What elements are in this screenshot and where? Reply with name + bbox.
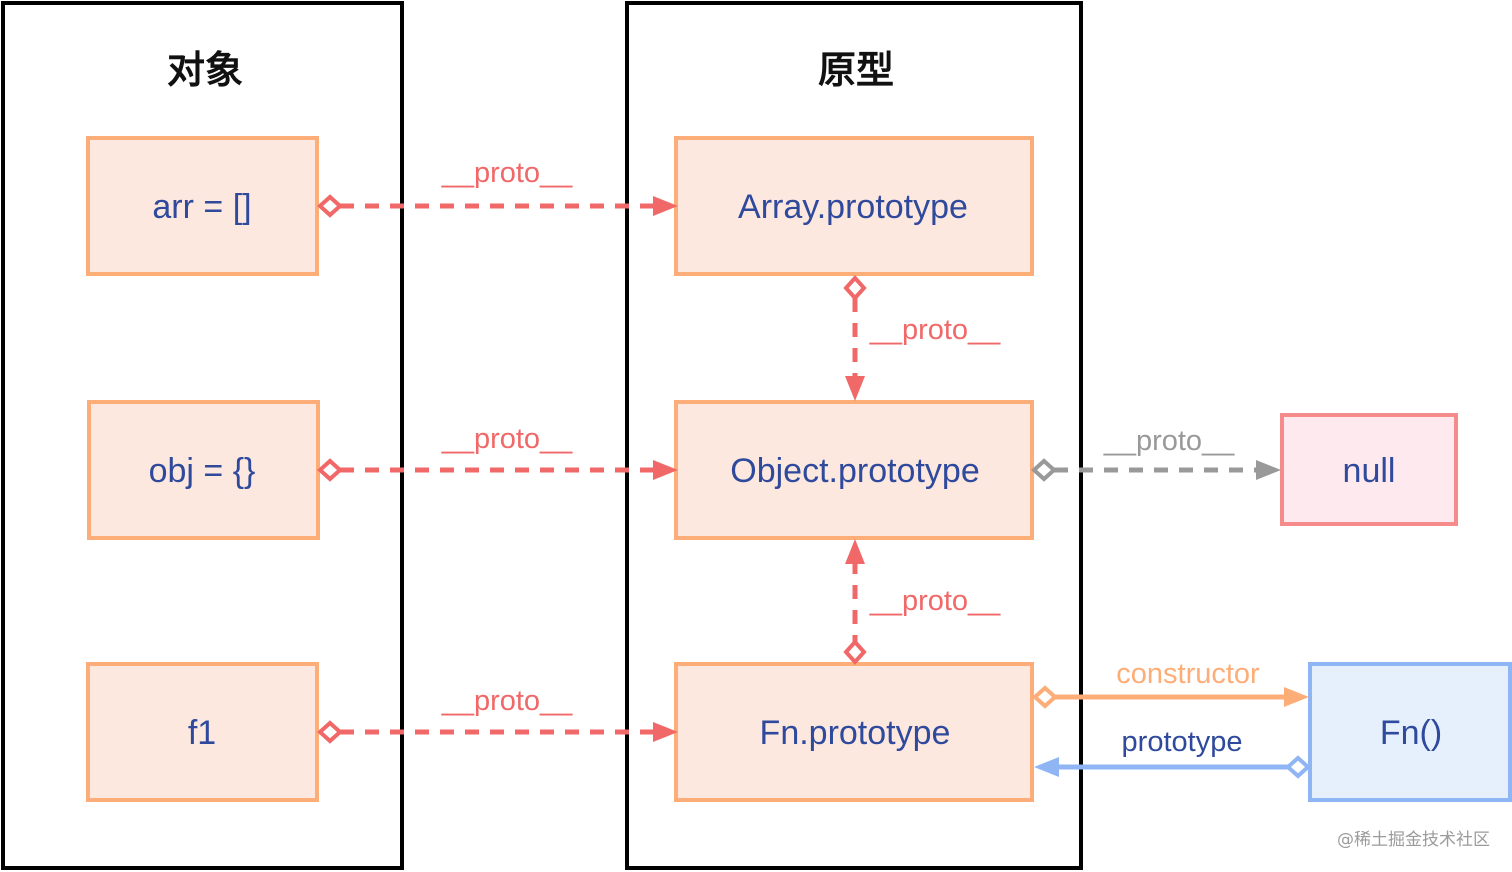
edge-fn-prototype-link[interactable]: prototype	[1034, 726, 1311, 779]
edge-source-diamond-icon	[1031, 458, 1057, 482]
edge-arrowhead-icon	[653, 196, 678, 216]
node-null-label: null	[1343, 452, 1396, 490]
edge-arrowhead-icon	[845, 539, 865, 564]
edge-source-diamond-icon	[843, 639, 867, 665]
edge-source-diamond-icon	[843, 275, 867, 301]
objects-group-title: 对象	[167, 47, 243, 92]
watermark: @稀土掘金技术社区	[1337, 830, 1490, 850]
node-f1-label: f1	[188, 714, 216, 752]
edge-source-diamond-icon	[1285, 755, 1311, 779]
edge-source-diamond-icon	[1032, 685, 1058, 709]
objects-group-container	[1, 1, 404, 870]
edge-label-proto: __proto__	[869, 585, 1001, 617]
edge-object-prototype-to-null[interactable]: __proto__	[1031, 425, 1281, 482]
edge-label-proto: __proto__	[869, 314, 1001, 346]
node-f1[interactable]: f1	[86, 662, 319, 802]
edge-label-constructor: constructor	[1116, 658, 1260, 690]
edge-arr-to-array-prototype[interactable]: __proto__	[317, 157, 678, 218]
node-fn[interactable]: Fn()	[1308, 662, 1512, 802]
edge-source-diamond-icon	[317, 458, 343, 482]
edge-label-proto: __proto__	[441, 423, 573, 455]
node-arr[interactable]: arr = []	[86, 136, 319, 276]
node-obj-label: obj = {}	[149, 452, 256, 490]
edge-arrowhead-icon	[1256, 460, 1281, 480]
edge-arrowhead-icon	[1034, 757, 1059, 777]
edge-label-prototype: prototype	[1122, 726, 1243, 758]
edge-label-proto: __proto__	[1103, 425, 1235, 457]
edge-source-diamond-icon	[317, 194, 343, 218]
edge-fn-prototype-constructor[interactable]: constructor	[1032, 658, 1309, 709]
node-arr-label: arr = []	[152, 188, 251, 226]
node-array-prototype-label: Array.prototype	[738, 188, 968, 226]
edge-fn-prototype-to-object-prototype[interactable]: __proto__	[843, 539, 1001, 665]
node-fn-prototype-label: Fn.prototype	[760, 714, 951, 752]
edge-source-diamond-icon	[317, 720, 343, 744]
node-fn-label: Fn()	[1380, 714, 1442, 752]
edge-arrowhead-icon	[653, 722, 678, 742]
prototypes-group-container	[625, 1, 1083, 870]
node-array-prototype[interactable]: Array.prototype	[674, 136, 1034, 276]
node-object-prototype-label: Object.prototype	[730, 452, 979, 490]
edge-label-proto: __proto__	[441, 157, 573, 189]
edge-arrowhead-icon	[1284, 687, 1309, 707]
node-fn-prototype[interactable]: Fn.prototype	[674, 662, 1034, 802]
edge-arrowhead-icon	[845, 376, 865, 401]
node-obj[interactable]: obj = {}	[87, 400, 320, 540]
node-null[interactable]: null	[1280, 413, 1458, 526]
prototypes-group-title: 原型	[818, 47, 894, 92]
edge-f1-to-fn-prototype[interactable]: __proto__	[317, 685, 678, 744]
edge-obj-to-object-prototype[interactable]: __proto__	[317, 423, 678, 482]
edge-array-prototype-to-object-prototype[interactable]: __proto__	[843, 275, 1001, 401]
edge-label-proto: __proto__	[441, 685, 573, 717]
edge-arrowhead-icon	[653, 460, 678, 480]
node-object-prototype[interactable]: Object.prototype	[674, 400, 1034, 540]
